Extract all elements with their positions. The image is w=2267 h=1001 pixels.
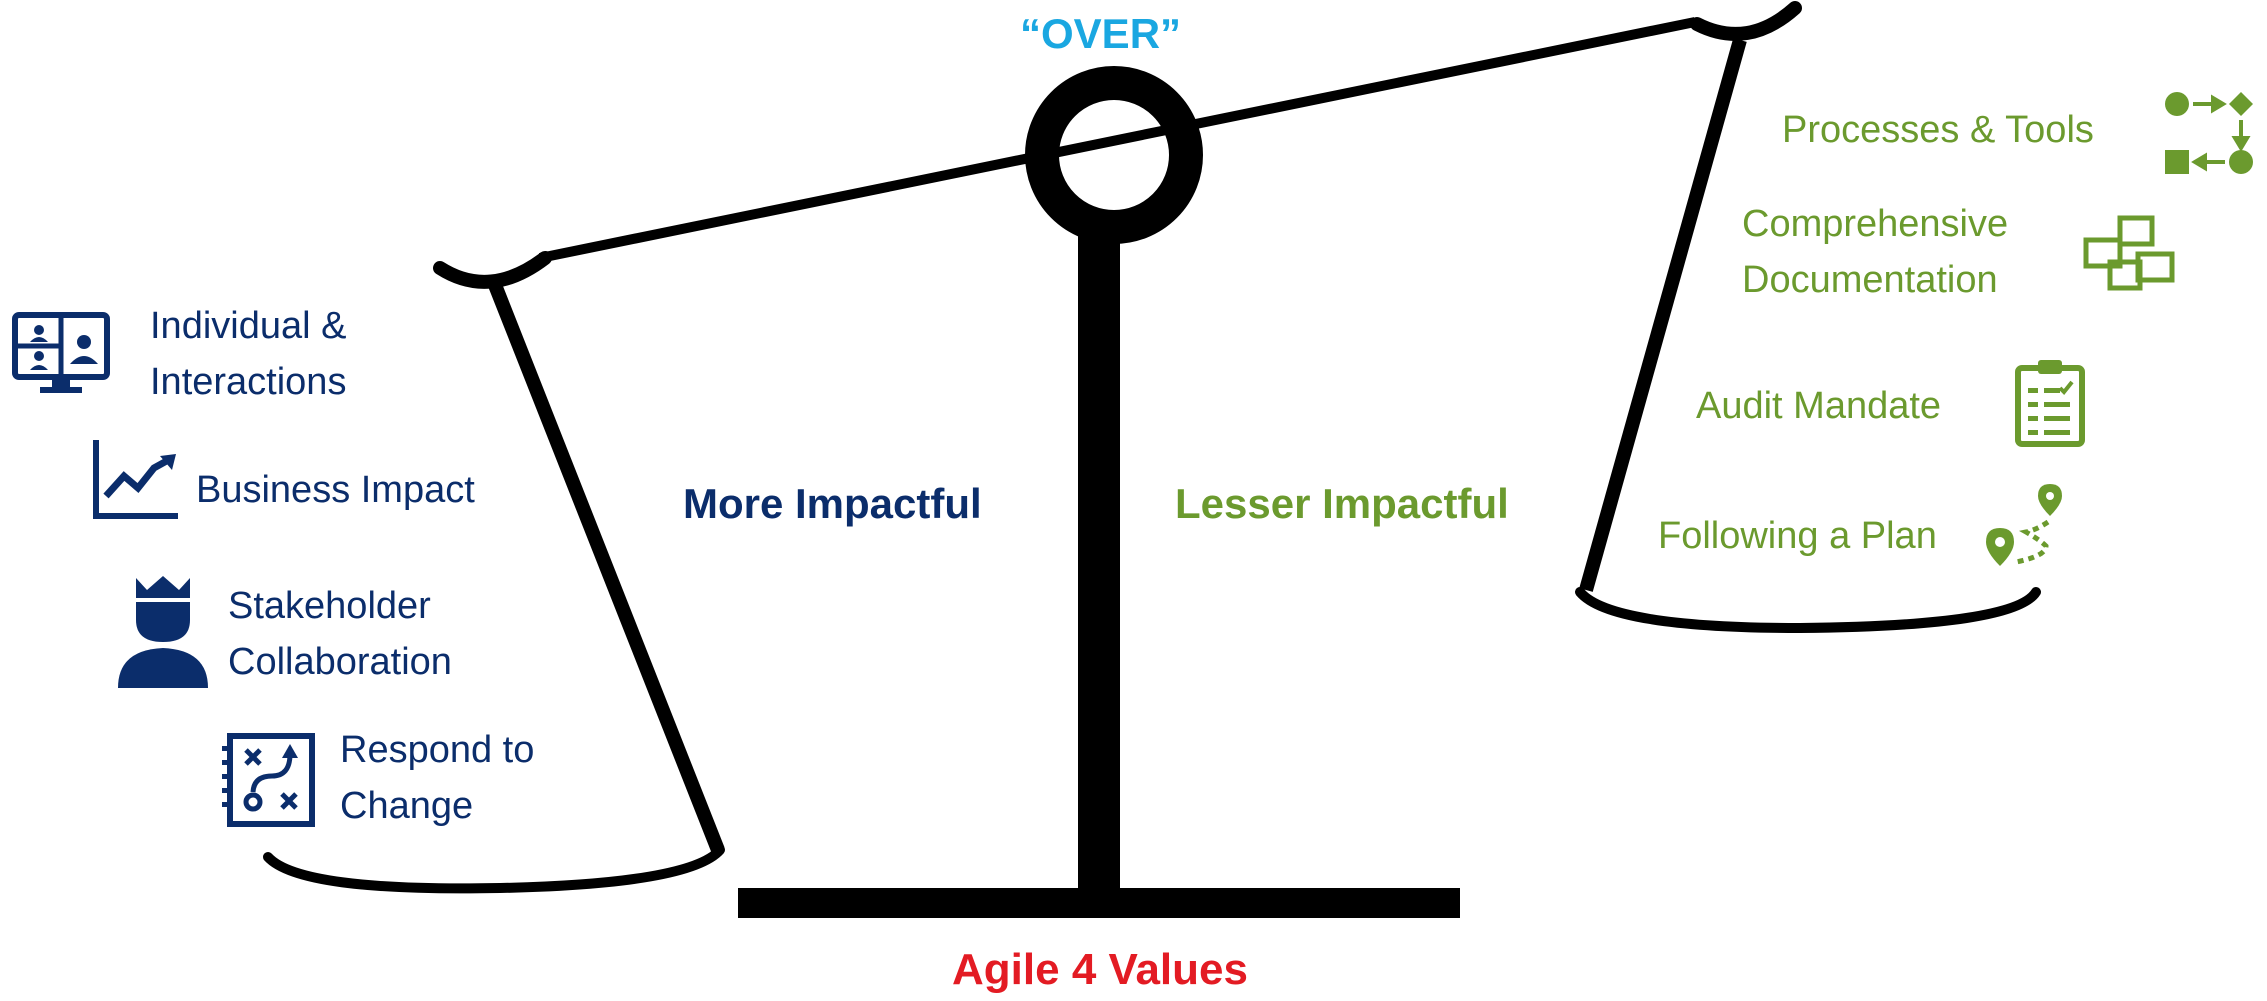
left-hanger <box>488 282 725 853</box>
right-pan <box>1575 587 2041 634</box>
scale-post <box>1078 215 1120 895</box>
left-pan <box>263 845 725 894</box>
over-label: “OVER” <box>1020 10 1182 57</box>
left-hook <box>433 251 552 289</box>
diagram-title: Agile 4 Values <box>952 945 1248 994</box>
left-item-respond-to-change: Respond to Change <box>340 729 535 827</box>
right-item-processes-tools: Processes & Tools <box>1782 109 2094 151</box>
right-item-audit-mandate: Audit Mandate <box>1696 385 1942 427</box>
strategy-board-icon <box>222 733 315 827</box>
left-item-stakeholder-collaboration: Stakeholder Collaboration <box>228 585 452 683</box>
route-plan-icon <box>1986 484 2062 566</box>
right-item-comprehensive-documentation: Comprehensive Documentation <box>1742 203 2009 301</box>
documents-icon <box>2083 215 2175 291</box>
process-flow-icon <box>2165 92 2253 174</box>
video-conference-icon <box>12 312 110 393</box>
left-item-individual-interactions: Individual & Interactions <box>150 305 347 403</box>
right-hook <box>1690 1 1802 41</box>
scale-beam <box>538 17 1697 263</box>
lesser-impactful-label: Lesser Impactful <box>1175 480 1509 527</box>
clipboard-checklist-icon <box>2015 360 2085 447</box>
trend-chart-icon <box>93 440 178 519</box>
stakeholder-king-icon <box>118 576 208 688</box>
right-hanger <box>1579 38 1747 592</box>
right-item-following-a-plan: Following a Plan <box>1658 515 1937 557</box>
more-impactful-label: More Impactful <box>683 480 982 527</box>
left-item-business-impact: Business Impact <box>196 469 475 511</box>
